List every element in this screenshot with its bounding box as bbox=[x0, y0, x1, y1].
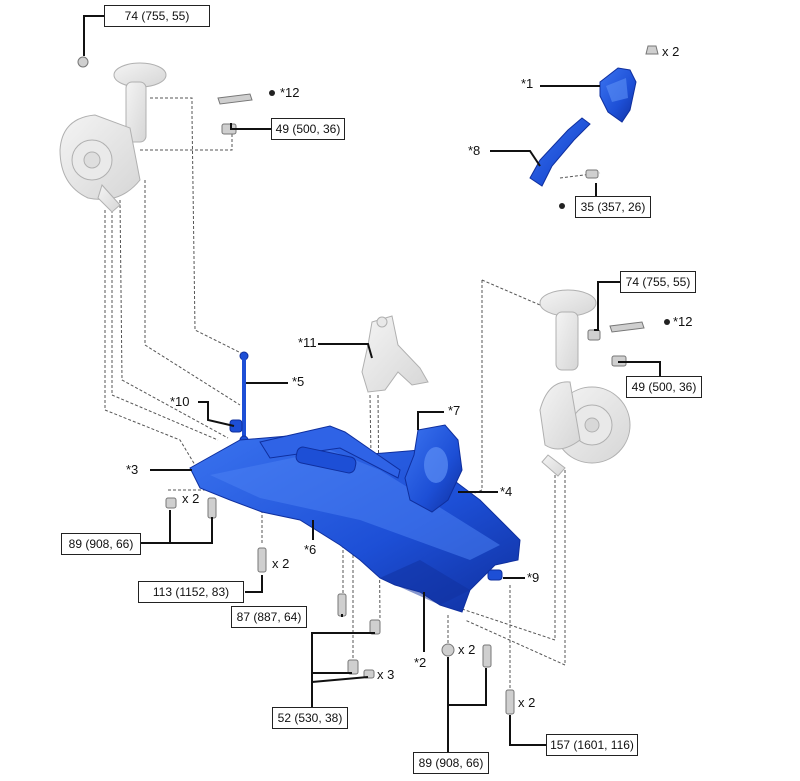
quantity-label: x 2 bbox=[458, 642, 476, 657]
torque-spec-box: 52 (530, 38) bbox=[272, 707, 348, 729]
bolt-icon bbox=[505, 689, 515, 715]
callout-label: *9 bbox=[527, 570, 540, 585]
fasteners bbox=[77, 45, 659, 715]
torque-spec-box: 89 (908, 66) bbox=[61, 533, 141, 555]
bolt-icon bbox=[585, 169, 599, 179]
callout-label: *2 bbox=[414, 655, 427, 670]
quantity-label: x 2 bbox=[272, 556, 290, 571]
nut-icon bbox=[77, 56, 89, 68]
bolt-icon bbox=[207, 497, 217, 519]
bolt-icon bbox=[482, 644, 492, 668]
callout-label: *10 bbox=[170, 394, 190, 409]
bolt-icon bbox=[217, 93, 253, 105]
nut-icon bbox=[441, 643, 455, 657]
torque-spec-box: 89 (908, 66) bbox=[413, 752, 489, 774]
callout-label: *7 bbox=[448, 403, 461, 418]
torque-spec-box: 74 (755, 55) bbox=[620, 271, 696, 293]
bolt-icon bbox=[257, 547, 267, 573]
quantity-label: x 2 bbox=[182, 491, 200, 506]
engine-mount-bracket bbox=[361, 315, 429, 393]
bolt-icon bbox=[369, 619, 381, 635]
callout-label: *12 bbox=[280, 85, 300, 100]
part-8-brace bbox=[529, 117, 591, 187]
left-knuckle-assembly bbox=[59, 62, 167, 213]
torque-spec-box: 113 (1152, 83) bbox=[138, 581, 244, 603]
callout-label: *4 bbox=[500, 484, 513, 499]
part-9-bush bbox=[487, 569, 503, 581]
torque-spec-box: 49 (500, 36) bbox=[626, 376, 702, 398]
torque-spec-box: 87 (887, 64) bbox=[231, 606, 307, 628]
part-7-mount bbox=[404, 424, 463, 513]
callout-label: *8 bbox=[468, 143, 481, 158]
nut-icon bbox=[363, 669, 375, 679]
bolt-icon bbox=[609, 321, 645, 333]
callout-label: *5 bbox=[292, 374, 305, 389]
nut-icon bbox=[165, 497, 177, 509]
callout-label: *12 bbox=[673, 314, 693, 329]
callout-label: *1 bbox=[521, 76, 534, 91]
quantity-label: x 3 bbox=[377, 667, 395, 682]
callout-label: *3 bbox=[126, 462, 139, 477]
clip-icon bbox=[645, 45, 659, 55]
callout-label: *6 bbox=[304, 542, 317, 557]
guide-lines bbox=[104, 97, 601, 690]
bolt-icon bbox=[337, 593, 347, 617]
right-knuckle-assembly bbox=[539, 289, 631, 477]
nut-icon bbox=[587, 329, 601, 341]
bolt-icon bbox=[347, 659, 359, 675]
torque-spec-box: 74 (755, 55) bbox=[104, 5, 210, 27]
quantity-label: x 2 bbox=[518, 695, 536, 710]
part-6-steering-gear bbox=[259, 425, 401, 479]
torque-spec-box: 35 (357, 26) bbox=[575, 196, 651, 218]
callout-label: *11 bbox=[298, 335, 317, 350]
leader-lines bbox=[83, 15, 661, 752]
part-1-cover bbox=[599, 67, 637, 123]
torque-spec-box: 49 (500, 36) bbox=[271, 118, 345, 140]
torque-spec-box: 157 (1601, 116) bbox=[546, 734, 638, 756]
marker-dots bbox=[269, 90, 670, 325]
quantity-label: x 2 bbox=[662, 44, 680, 59]
